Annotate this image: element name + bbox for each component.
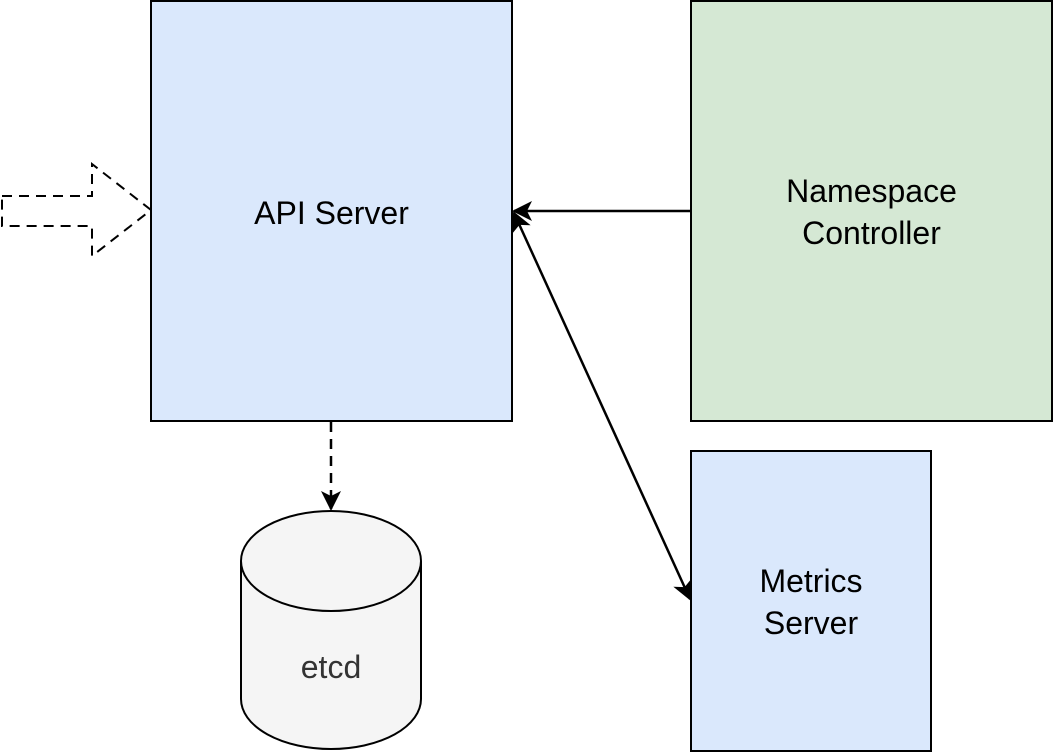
metrics-server-box	[690, 450, 932, 752]
incoming-request-arrow	[1, 161, 153, 259]
metrics-server-label: Metrics Server	[759, 563, 863, 641]
etcd-cylinder	[240, 510, 422, 750]
namespace-controller-label: Namespace Controller	[786, 173, 957, 251]
etcd-label: etcd	[300, 649, 362, 685]
namespace-controller-box	[690, 0, 1053, 422]
edge-api-server-to-metrics-server	[512, 211, 692, 601]
api-server-label: API Server	[254, 195, 409, 231]
api-server-box	[150, 0, 513, 422]
